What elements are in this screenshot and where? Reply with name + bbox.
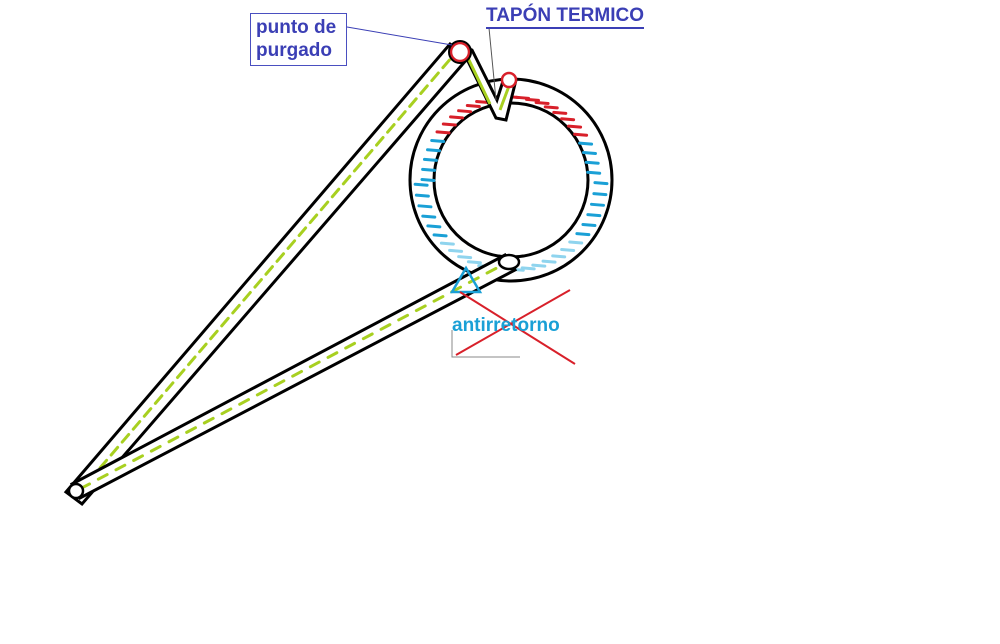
purge-label-line1: punto de [256, 17, 337, 38]
purge-point-label: punto de purgado [250, 13, 347, 66]
tank [408, 77, 614, 283]
thermal-plug-label: TAPÓN TERMICO [486, 5, 644, 29]
bottom-joint [67, 482, 85, 500]
purge-leader-line [346, 26, 453, 46]
return-connection [497, 253, 521, 271]
thermal-plug-marker [500, 71, 518, 89]
check-valve-label: antirretorno [452, 315, 560, 336]
cross-mark-icon [455, 289, 576, 365]
riser-pipe [63, 41, 471, 507]
purge-point-marker [449, 41, 471, 63]
check-valve-leader [451, 330, 520, 358]
check-valve-icon [449, 265, 483, 294]
return-pipe [69, 253, 518, 501]
purge-label-line2: purgado [256, 40, 332, 61]
plug-leader-line [488, 27, 497, 101]
